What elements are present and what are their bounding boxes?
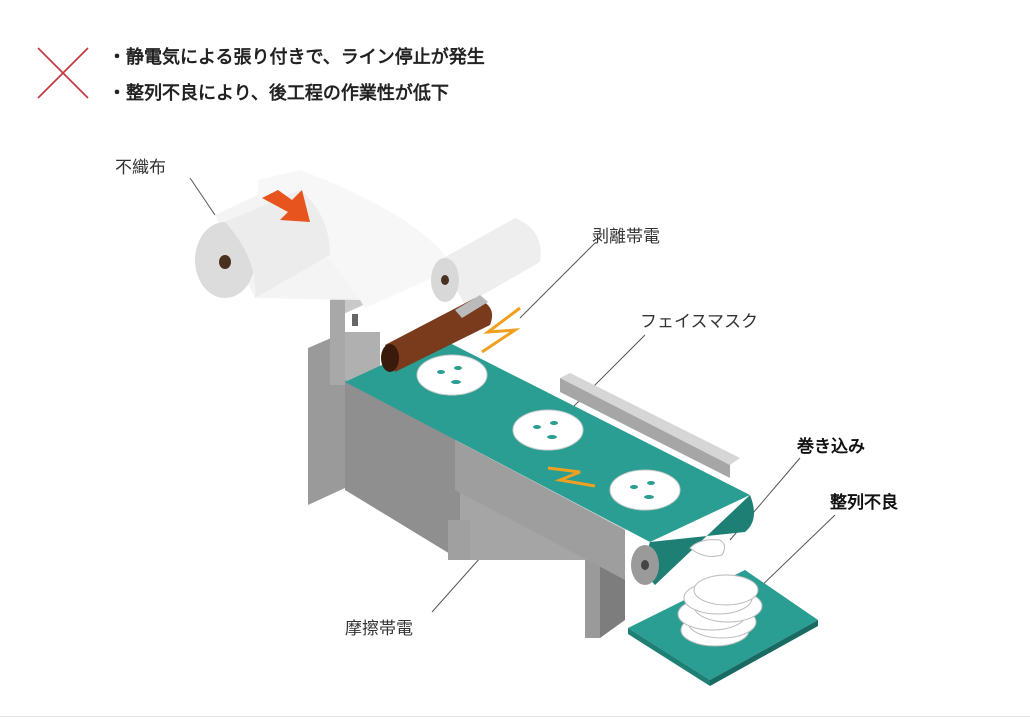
label-face-mask: フェイスマスク (640, 312, 758, 332)
bottom-divider (0, 716, 1030, 717)
label-friction-charge: 摩擦帯電 (345, 619, 413, 639)
face-mask-items (416, 354, 726, 557)
label-nonwoven: 不織布 (115, 158, 166, 178)
feed-direction-arrow-icon (262, 190, 310, 222)
problem-list: ・静電気による張り付きで、ライン停止が発生 ・整列不良により、後工程の作業性が低… (108, 40, 485, 112)
misaligned-mask-stack (677, 574, 763, 647)
rolled-mask (689, 539, 726, 557)
label-misalign: 整列不良 (830, 493, 898, 513)
spark-icon (481, 306, 521, 354)
press-roller (381, 295, 493, 372)
upper-roller (431, 218, 541, 305)
spark-icon (547, 466, 596, 488)
label-peel-charge: 剥離帯電 (592, 227, 660, 247)
nonwoven-roll (195, 170, 455, 308)
face-mask (609, 469, 681, 511)
cross-icon (37, 47, 89, 99)
label-roll-in: 巻き込み (797, 437, 865, 457)
problem-item-static-stop: ・静電気による張り付きで、ライン停止が発生 (108, 47, 485, 68)
problem-item-misalignment: ・整列不良により、後工程の作業性が低下 (108, 83, 449, 104)
face-mask (416, 354, 488, 396)
face-mask (512, 409, 584, 451)
